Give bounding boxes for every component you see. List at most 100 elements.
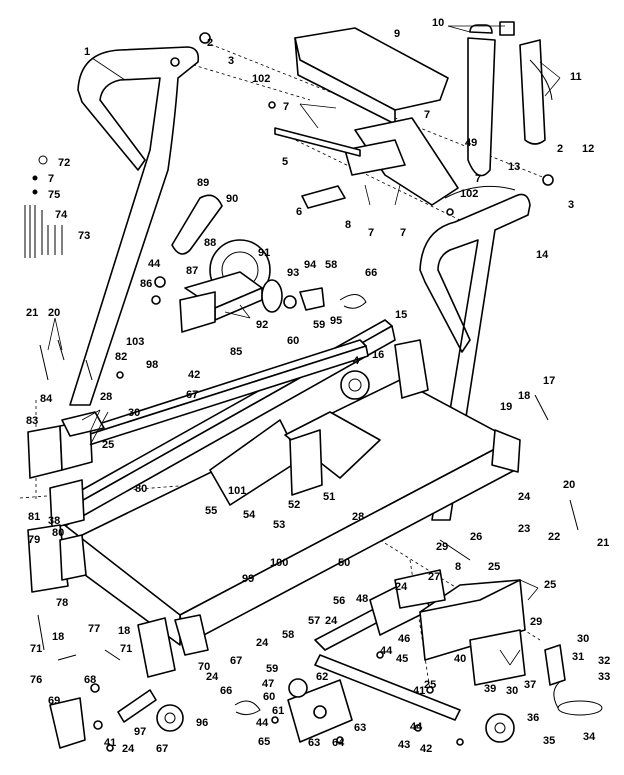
lower-left-pieces	[49, 654, 157, 749]
callout-label: 90	[226, 193, 238, 205]
callout-label: 91	[258, 247, 270, 259]
callout-label: 66	[365, 267, 377, 279]
callout-label: 9	[394, 28, 400, 40]
hardware-stack	[24, 155, 63, 258]
side-covers	[394, 339, 521, 473]
fasteners	[37, 32, 579, 752]
callout-label: 27	[428, 571, 440, 583]
callout-label: 53	[273, 519, 285, 531]
callout-label: 43	[398, 739, 410, 751]
callout-label: 33	[598, 671, 610, 683]
callout-label: 5	[282, 156, 288, 168]
callout-label: 93	[287, 267, 299, 279]
callout-label: 80	[52, 527, 64, 539]
callout-label: 21	[597, 537, 609, 549]
callout-label: 50	[338, 557, 350, 569]
callout-label: 52	[288, 499, 300, 511]
callout-label: 86	[140, 278, 152, 290]
callout-label: 10	[432, 17, 444, 29]
callout-label: 30	[577, 633, 589, 645]
callout-label: 84	[40, 393, 53, 405]
callout-label: 57	[308, 615, 320, 627]
callout-label: 23	[518, 523, 530, 535]
callout-label: 98	[146, 359, 158, 371]
callout-label: 37	[524, 679, 536, 691]
callout-label: 72	[58, 157, 70, 169]
callout-label: 46	[398, 633, 410, 645]
callout-label: 62	[316, 671, 328, 683]
front-wheel	[485, 713, 515, 743]
callout-label: 97	[134, 726, 146, 738]
callout-label: 21	[26, 307, 38, 319]
callout-label: 7	[475, 173, 481, 185]
callout-label: 71	[30, 643, 42, 655]
callout-label: 60	[287, 335, 299, 347]
callout-label: 76	[30, 674, 42, 686]
callout-label: 102	[252, 73, 270, 85]
callout-label: 75	[48, 189, 60, 201]
callout-label: 92	[256, 319, 268, 331]
callout-label: 87	[186, 265, 198, 277]
callout-label: 3	[228, 55, 234, 67]
callout-label: 26	[470, 531, 482, 543]
callout-label: 47	[262, 678, 274, 690]
callout-label: 24	[122, 743, 135, 755]
callout-label: 24	[206, 671, 219, 683]
callout-label: 67	[156, 743, 168, 755]
callout-label: 74	[55, 209, 68, 221]
frame-rails	[54, 319, 396, 527]
callout-label: 8	[345, 219, 351, 231]
callout-label: 44	[380, 645, 393, 657]
handle-pieces	[467, 21, 553, 177]
callout-label: 102	[460, 188, 478, 200]
callout-label: 99	[242, 573, 254, 585]
callout-label: 94	[304, 259, 317, 271]
callout-label: 7	[283, 101, 289, 113]
callout-label: 18	[518, 390, 530, 402]
callout-label: 89	[197, 177, 209, 189]
callout-label: 58	[282, 629, 294, 641]
callout-label: 12	[582, 143, 594, 155]
callout-label: 70	[198, 661, 210, 673]
callout-label: 24	[256, 637, 269, 649]
callout-label: 14	[536, 249, 549, 261]
callout-label: 48	[356, 593, 368, 605]
callout-label: 32	[598, 655, 610, 667]
callout-label: 68	[84, 674, 96, 686]
callout-label: 40	[454, 653, 466, 665]
callout-label: 60	[263, 691, 275, 703]
callout-label: 101	[228, 485, 246, 497]
callout-label: 4	[353, 355, 360, 367]
hood-and-brackets	[209, 370, 381, 506]
callout-label: 25	[102, 439, 114, 451]
callout-label: 19	[500, 401, 512, 413]
callout-label: 66	[220, 685, 232, 697]
callout-label: 78	[56, 597, 68, 609]
callout-label: 31	[572, 651, 584, 663]
callout-label: 16	[372, 349, 384, 361]
callout-label: 81	[28, 511, 40, 523]
callout-label: 55	[205, 505, 217, 517]
callout-label: 44	[410, 721, 423, 733]
callout-label: 20	[563, 479, 575, 491]
callout-label: 25	[424, 679, 436, 691]
callout-label: 3	[568, 199, 574, 211]
callout-label: 61	[272, 705, 284, 717]
callout-label: 44	[256, 717, 269, 729]
callout-label: 1	[84, 46, 90, 58]
callout-label: 69	[48, 695, 60, 707]
callout-label: 67	[230, 655, 242, 667]
callout-label: 96	[196, 717, 208, 729]
callout-label: 7	[368, 227, 374, 239]
callout-label: 11	[570, 71, 582, 83]
callout-label: 25	[544, 579, 556, 591]
callout-label: 39	[484, 683, 496, 695]
callout-label: 49	[465, 137, 477, 149]
callout-label: 29	[436, 541, 448, 553]
callout-label: 15	[395, 309, 407, 321]
callout-labels: 1 2 3 102 7 9 10 11 7 49 5 2 12 13 7 3 1…	[26, 17, 610, 755]
callout-label: 63	[354, 722, 366, 734]
callout-label: 2	[557, 143, 563, 155]
